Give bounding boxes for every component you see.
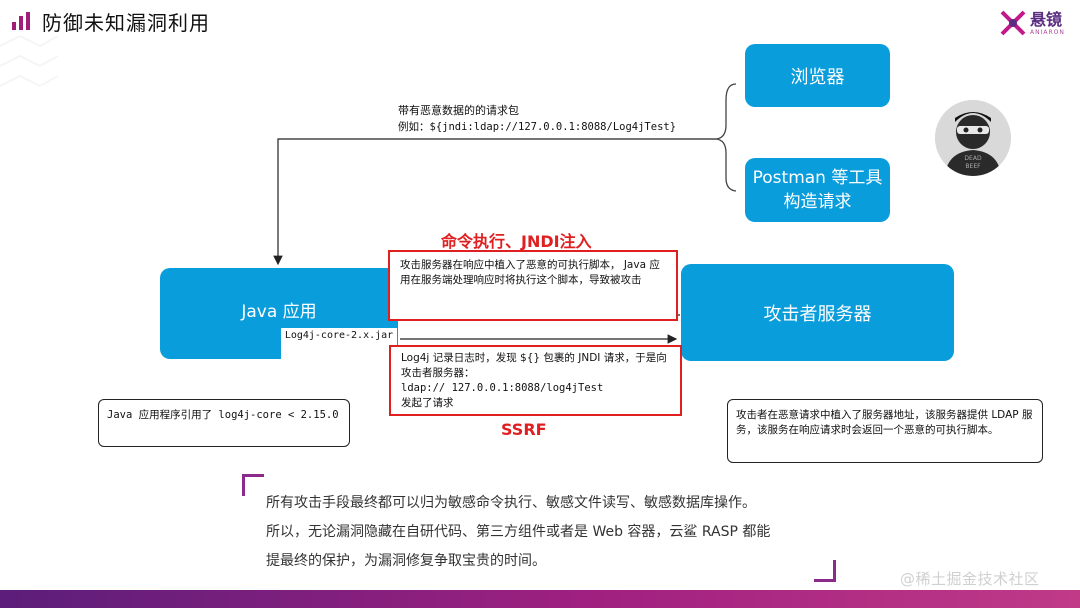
summary-line-1: 所有攻击手段最终都可以归为敏感命令执行、敏感文件读写、敏感数据库操作。 bbox=[266, 495, 756, 511]
watermark: @稀土掘金技术社区 bbox=[900, 570, 1040, 588]
summary-line-3: 提最终的保护，为漏洞修复争取宝贵的时间。 bbox=[266, 553, 546, 569]
ssrf-text-1: Log4j 记录日志时，发现 ${} 包裹的 JNDI 请求，于是向攻击者服务器… bbox=[401, 352, 667, 379]
log4j-jar-label: Log4j-core-2.x.jar bbox=[281, 328, 397, 359]
footer-bar bbox=[0, 590, 1080, 608]
quote-corner-bottom-right bbox=[814, 560, 836, 582]
decorative-pattern bbox=[0, 36, 58, 86]
logo-name: 悬镜 bbox=[1030, 9, 1063, 29]
page-title: 防御未知漏洞利用 bbox=[42, 10, 210, 35]
logo-subtitle: ANIARON bbox=[1030, 28, 1065, 36]
request-label-example: 例如：${jndi:ldap://127.0.0.1:8088/Log4jTes… bbox=[398, 121, 677, 133]
cmd-injection-box: 攻击服务器在响应中植入了恶意的可执行脚本， Java 应用在服务端处理响应时将执… bbox=[388, 250, 678, 321]
ssrf-text-2: ldap:// 127.0.0.1:8088/log4jTest bbox=[401, 382, 604, 394]
quote-corner-top-left bbox=[242, 474, 264, 496]
ssrf-title: SSRF bbox=[501, 420, 547, 439]
summary-line-2: 所以，无论漏洞隐藏在自研代码、第三方组件或者是 Web 容器，云鲨 RASP 都… bbox=[266, 524, 771, 540]
java-note: Java 应用程序引用了 log4j-core < 2.15.0 bbox=[98, 399, 350, 447]
hacker-icon: DEAD BEEF bbox=[935, 100, 1011, 176]
attacker-note: 攻击者在恶意请求中植入了服务器地址，该服务器提供 LDAP 服务，该服务在响应请… bbox=[727, 399, 1043, 463]
browser-box: 浏览器 bbox=[745, 44, 890, 107]
svg-text:BEEF: BEEF bbox=[965, 163, 981, 170]
attacker-server-box: 攻击者服务器 bbox=[681, 264, 954, 361]
cmd-injection-text: 攻击服务器在响应中植入了恶意的可执行脚本， Java 应用在服务端处理响应时将执… bbox=[400, 259, 660, 286]
postman-box: Postman 等工具构造请求 bbox=[745, 158, 890, 222]
bar-chart-icon bbox=[12, 12, 30, 30]
summary-text: 所有攻击手段最终都可以归为敏感命令执行、敏感文件读写、敏感数据库操作。 所以，无… bbox=[266, 489, 770, 576]
ssrf-box: Log4j 记录日志时，发现 ${} 包裹的 JNDI 请求，于是向攻击者服务器… bbox=[389, 345, 682, 416]
page-header: 防御未知漏洞利用 bbox=[12, 6, 210, 36]
request-label-title: 带有恶意数据的的请求包 bbox=[398, 104, 519, 117]
ssrf-text-3: 发起了请求 bbox=[401, 397, 454, 409]
svg-text:DEAD: DEAD bbox=[964, 155, 982, 162]
hacker-avatar: DEAD BEEF bbox=[935, 100, 1011, 176]
logo-mark-icon bbox=[1000, 10, 1026, 36]
request-label: 带有恶意数据的的请求包 例如：${jndi:ldap://127.0.0.1:8… bbox=[398, 103, 676, 135]
cmd-injection-title: 命令执行、JNDI注入 bbox=[441, 232, 592, 251]
brand-logo: 悬镜 ANIARON bbox=[998, 8, 1065, 38]
